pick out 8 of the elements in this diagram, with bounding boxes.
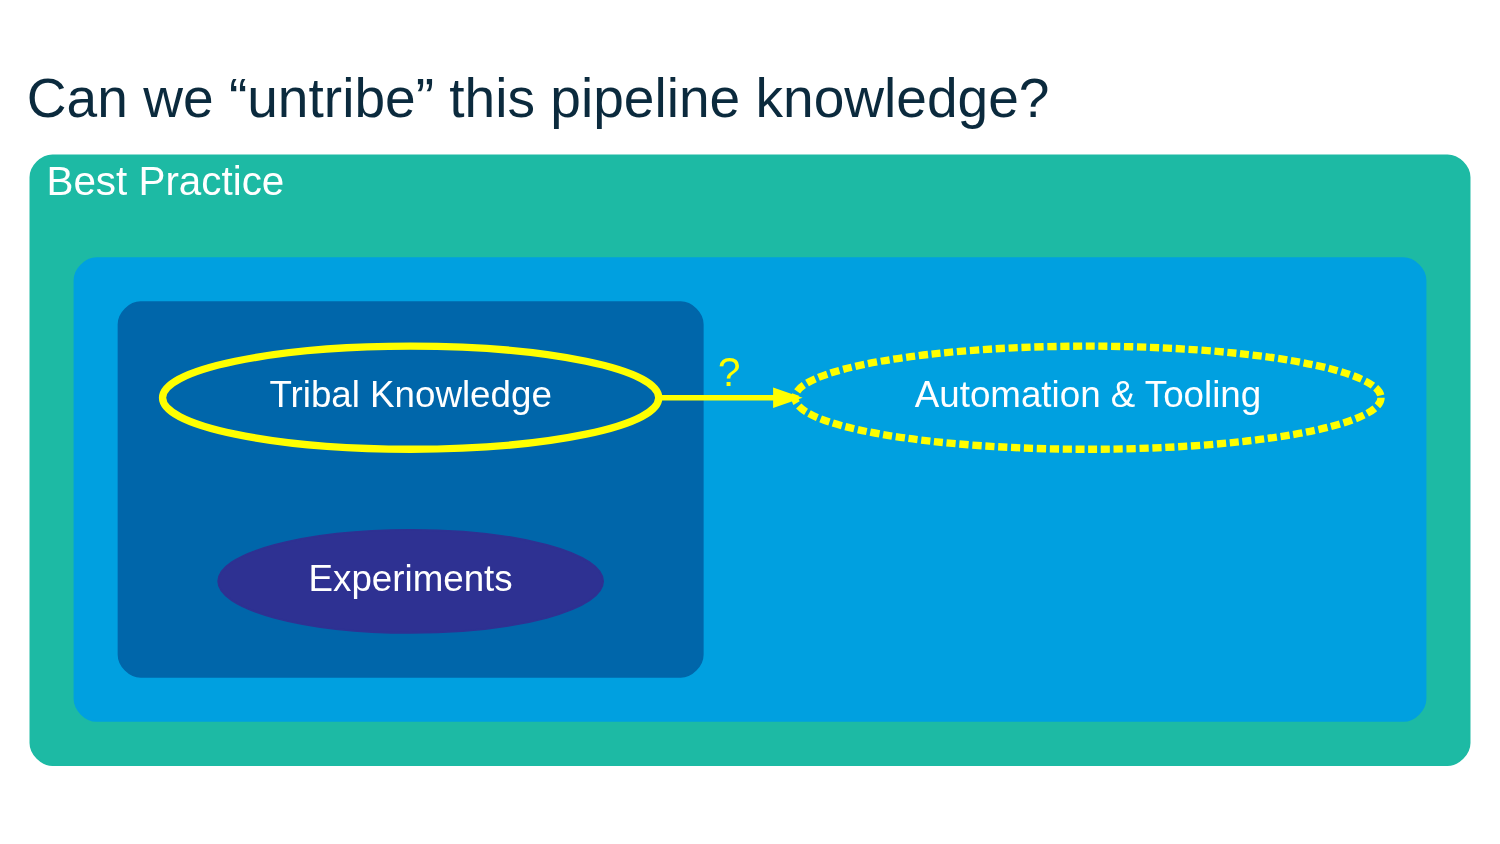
node-ellipse: Experiments — [217, 528, 604, 634]
node-ellipse: Automation & Tooling — [791, 342, 1385, 453]
arrow — [659, 386, 803, 408]
cluster — [73, 256, 1427, 722]
cluster — [117, 300, 704, 678]
node-ellipse: Tribal Knowledge — [158, 342, 663, 453]
edge-label: ? — [718, 348, 741, 395]
diagram-title: Can we “untribe” this pipeline knowledge? — [26, 66, 1050, 129]
